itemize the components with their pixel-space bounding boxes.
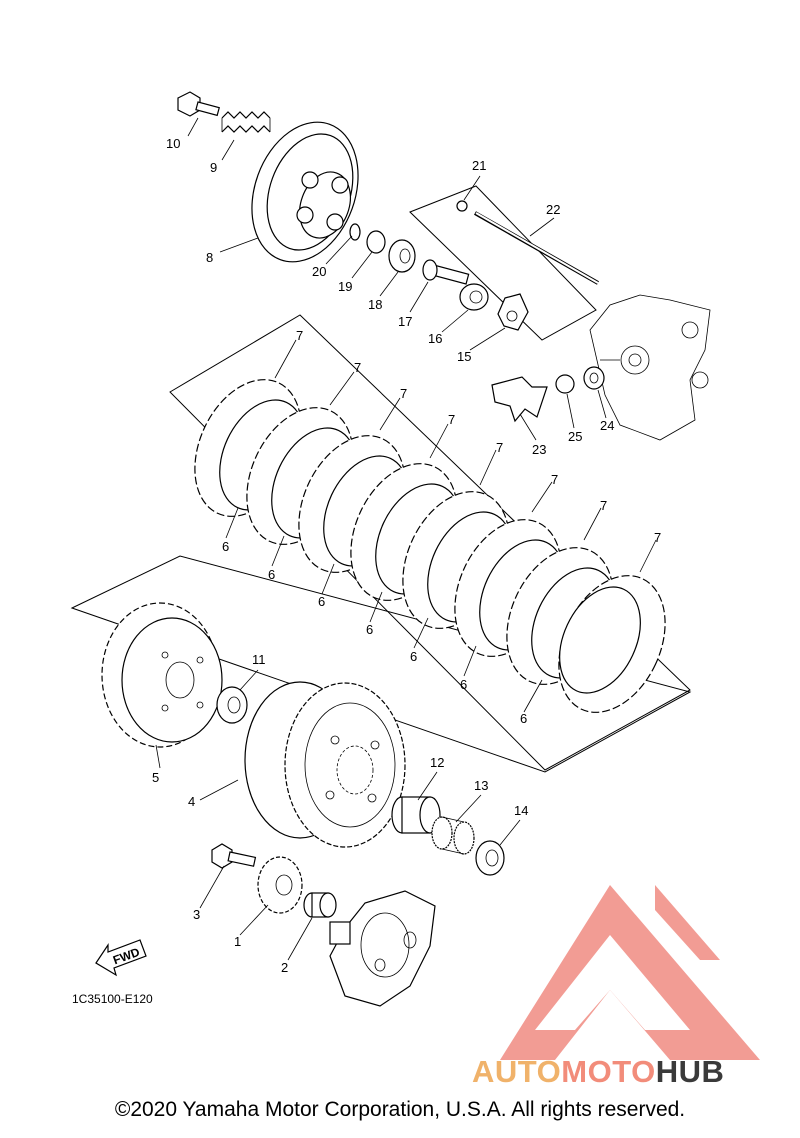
callout-14: 14: [514, 803, 528, 818]
copyright-footer: ©2020 Yamaha Motor Corporation, U.S.A. A…: [114, 1098, 686, 1121]
leader-lines: [155, 117, 657, 961]
part-24-bearing: [583, 366, 605, 390]
callout-7: 7: [400, 386, 407, 401]
callout-20: 20: [312, 264, 326, 279]
part-5-clutch-boss: [101, 602, 223, 748]
callout-13: 13: [474, 778, 488, 793]
callout-7: 7: [654, 530, 661, 545]
callout-6: 6: [366, 622, 373, 637]
callout-3: 3: [193, 907, 200, 922]
part-25-seal: [555, 374, 575, 394]
plates-group-outline: [169, 314, 691, 771]
callout-4: 4: [188, 794, 195, 809]
callout-21: 21: [472, 158, 486, 173]
part-14-washer: [475, 840, 505, 876]
callout-numbers: 10 9 8 20 19 18 17 16 15 21 22 23 25 24 …: [152, 136, 661, 975]
callout-25: 25: [568, 429, 582, 444]
part-20-circlip: [349, 223, 361, 241]
watermark-auto: AUTO: [472, 1054, 562, 1089]
callout-1: 1: [234, 934, 241, 949]
clutch-plate-stack: [194, 379, 666, 713]
fwd-arrow-icon: FWD: [95, 939, 147, 977]
watermark-moto: MOTO: [561, 1054, 656, 1089]
callout-7: 7: [551, 472, 558, 487]
callout-11: 11: [252, 652, 266, 667]
crankshaft-end-cover: [329, 890, 436, 1007]
part-9-spring: [221, 111, 271, 133]
callout-24: 24: [600, 418, 614, 433]
callout-2: 2: [281, 960, 288, 975]
callout-8: 8: [206, 250, 213, 265]
callout-22: 22: [546, 202, 560, 217]
part-10-bolt: [177, 91, 220, 117]
part-13-needle-bearing: [431, 816, 475, 855]
callout-6: 6: [268, 567, 275, 582]
callout-6: 6: [520, 711, 527, 726]
part-1-primary-gear: [257, 856, 303, 914]
crankcase-fragment: [589, 294, 711, 441]
callout-23: 23: [532, 442, 546, 457]
part-11-thrust-washer: [216, 686, 248, 724]
watermark-logo-icon: [500, 885, 760, 1060]
part-16-nut: [459, 283, 489, 311]
diagram-code: 1C35100-E120: [72, 992, 153, 1006]
part-19-washer: [366, 230, 386, 254]
callout-15: 15: [457, 349, 471, 364]
watermark-hub: HUB: [655, 1054, 725, 1089]
callout-19: 19: [338, 279, 352, 294]
callout-6: 6: [222, 539, 229, 554]
part-15-plate: [497, 293, 529, 331]
callout-7: 7: [600, 498, 607, 513]
plate-final: [558, 575, 666, 713]
part-23-lever: [491, 376, 548, 423]
part-21-ball: [456, 200, 468, 212]
callout-7: 7: [496, 440, 503, 455]
part-3-bolt: [211, 843, 257, 869]
part-8-pressure-plate: [251, 121, 359, 263]
callout-12: 12: [430, 755, 444, 770]
callout-16: 16: [428, 331, 442, 346]
part-22-push-rod: [474, 211, 599, 285]
callout-6: 6: [410, 649, 417, 664]
callout-7: 7: [448, 412, 455, 427]
callout-6: 6: [318, 594, 325, 609]
part-18-bearing: [388, 239, 416, 273]
callout-7: 7: [354, 360, 361, 375]
shaft-group-outline: [409, 185, 597, 341]
callout-10: 10: [166, 136, 180, 151]
callout-7: 7: [296, 328, 303, 343]
callout-18: 18: [368, 297, 382, 312]
callout-5: 5: [152, 770, 159, 785]
part-17-push-rod: [422, 259, 470, 285]
callout-17: 17: [398, 314, 412, 329]
callout-6: 6: [460, 677, 467, 692]
watermark-text: AUTOMOTOHUB: [472, 1054, 724, 1090]
part-4-clutch-housing: [244, 681, 406, 848]
callout-9: 9: [210, 160, 217, 175]
part-2-collar: [303, 892, 337, 918]
